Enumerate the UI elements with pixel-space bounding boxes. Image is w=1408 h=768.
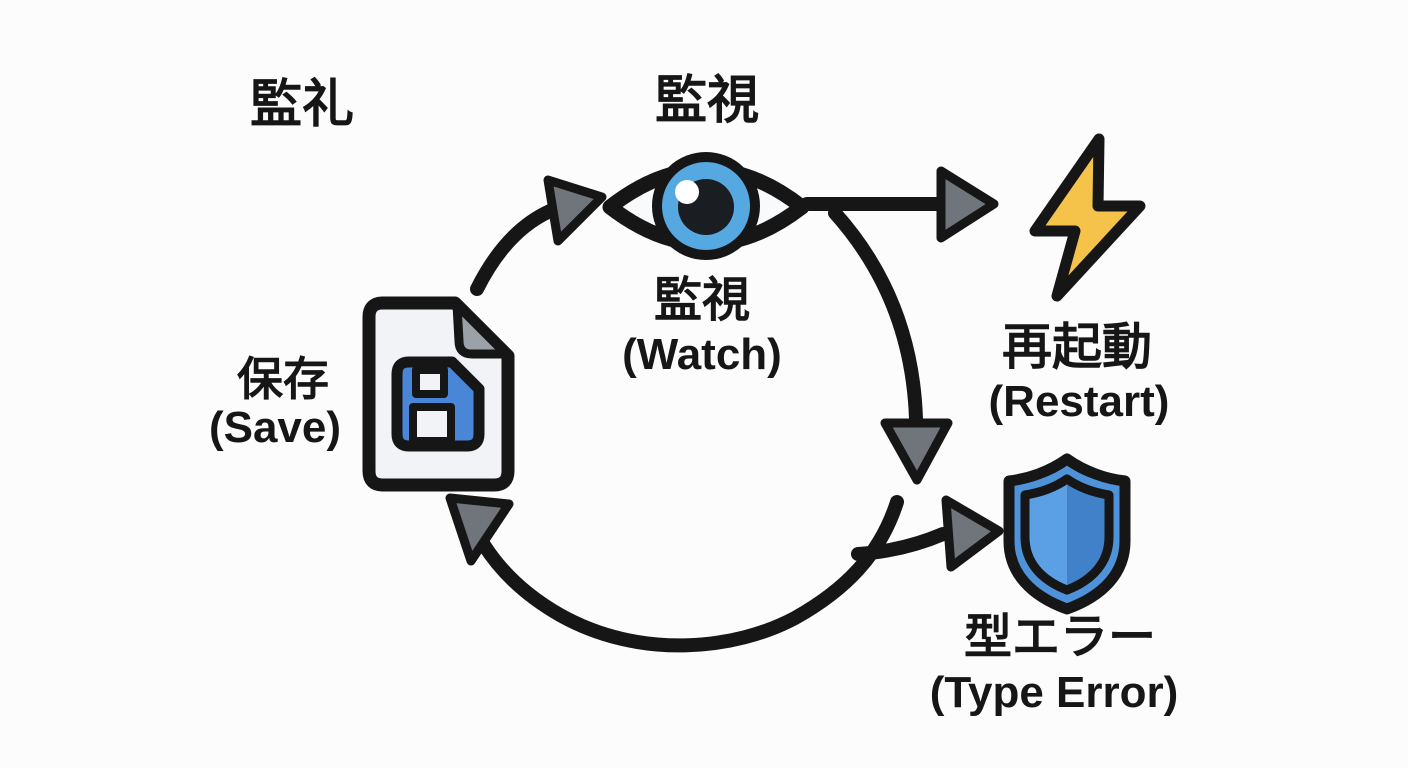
restart-label: 再起動: [1002, 319, 1152, 375]
watch-sublabel: (Watch): [622, 330, 782, 379]
eye-highlight: [675, 180, 699, 204]
edge-return-to-save-path: [477, 495, 904, 653]
save-sublabel: (Save): [209, 403, 341, 452]
stray-watch-label: 監礼: [250, 76, 354, 134]
edge-watch-to-restart: [800, 166, 999, 243]
edge-save-to-watch: [470, 175, 607, 296]
shield-icon: [1003, 453, 1131, 615]
floppy-label: [409, 403, 455, 445]
edge-branch-to-type-error: [851, 495, 1004, 572]
edge-watch-to-restart-arrowhead: [936, 166, 999, 243]
edge-watch-down-arrowhead: [880, 418, 953, 485]
edge-save-to-watch-path: [470, 204, 557, 296]
shield-inner-outline: [1020, 474, 1114, 595]
type-error-label: 型エラー: [964, 611, 1156, 664]
restart-sublabel: (Restart): [989, 377, 1170, 426]
file-save-icon: [362, 296, 515, 492]
save-label: 保存: [237, 353, 329, 405]
type-error-node: 型エラー (Type Error): [930, 453, 1179, 717]
watch-top-title: 監視: [655, 72, 759, 130]
lightning-bolt-icon: [1029, 133, 1146, 302]
save-node: 保存 (Save): [209, 296, 515, 492]
edge-watch-down-path: [828, 206, 923, 426]
edge-branch-to-type-error-arrowhead: [941, 495, 1004, 572]
watch-node: 監視 (Watch): [602, 152, 810, 379]
floppy-shutter: [412, 366, 448, 398]
edge-save-to-watch-arrowhead: [543, 175, 607, 246]
eye-icon: [602, 152, 810, 260]
edge-return-to-save: [445, 493, 904, 653]
document-fold-corner: [452, 300, 511, 359]
edge-return-to-save-arrowhead: [445, 493, 514, 566]
type-error-sublabel: (Type Error): [930, 668, 1179, 717]
watch-label: 監視: [654, 274, 750, 327]
edge-branch-to-type-error-path: [851, 527, 950, 561]
edge-watch-down: [828, 206, 953, 485]
restart-node: 再起動 (Restart): [989, 133, 1170, 426]
